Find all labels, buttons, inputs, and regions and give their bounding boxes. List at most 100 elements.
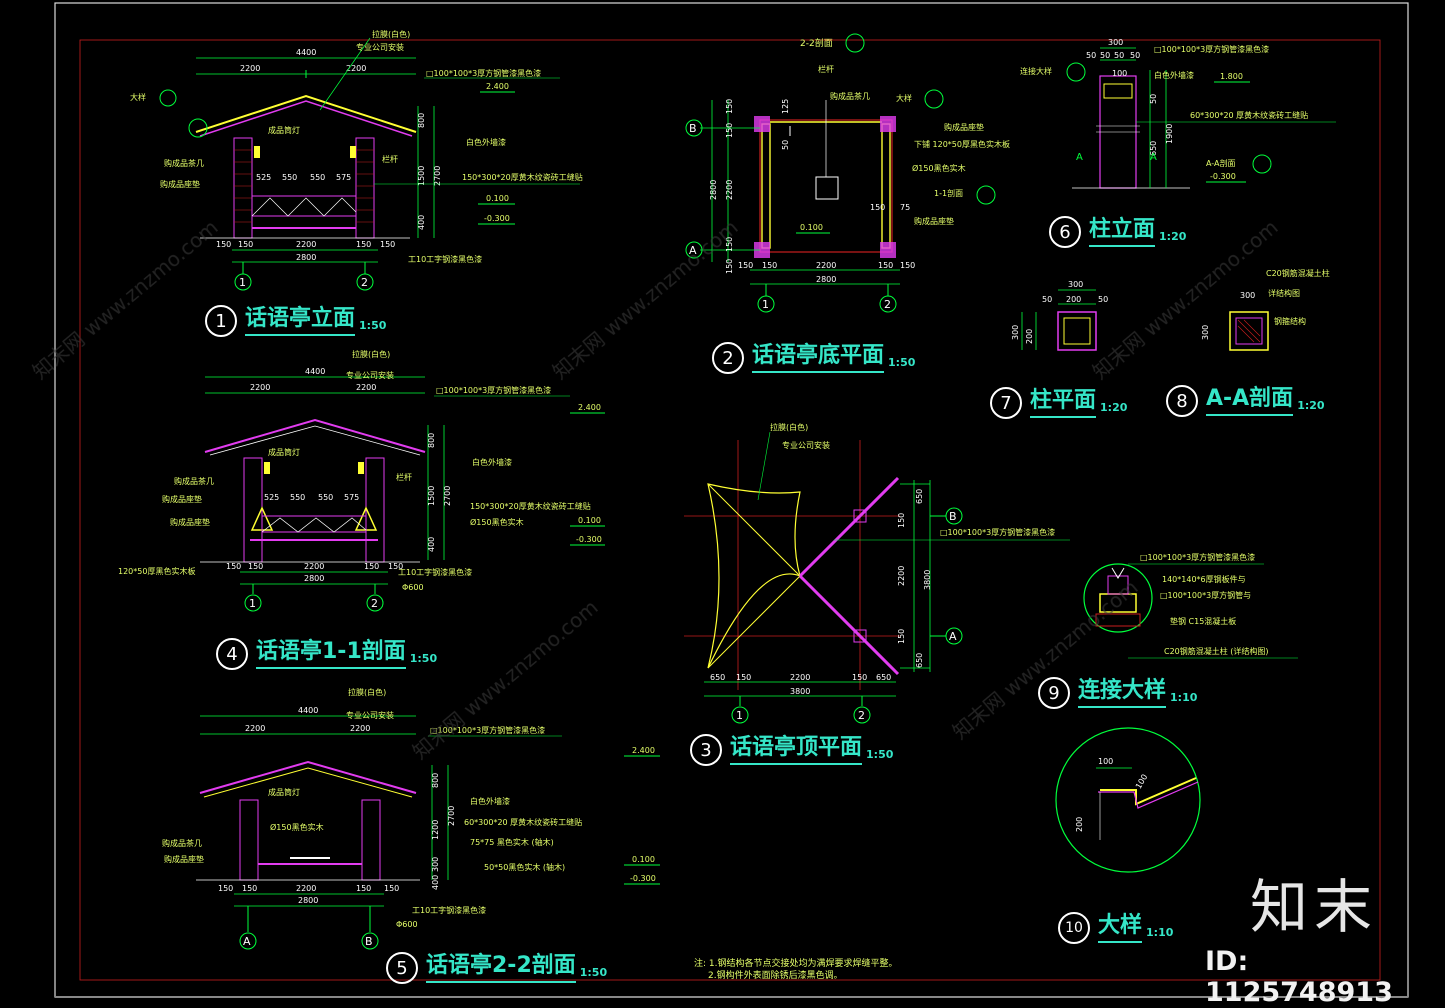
dim-4400: 4400 bbox=[296, 48, 316, 57]
watermark-5: 知末网 www.znzmo.com bbox=[948, 575, 1143, 744]
level-2400-s2: 2.400 bbox=[632, 746, 655, 755]
dim-150-plan-v2: 150 bbox=[725, 123, 734, 138]
title-5-number: 5 bbox=[386, 952, 418, 984]
dim-100-detail-b: 100 bbox=[1134, 773, 1149, 791]
dim-150-plan-v3: 150 bbox=[725, 237, 734, 252]
title-1-number: 1 bbox=[205, 305, 237, 337]
label-white-paint-s2: 白色外墙漆 bbox=[470, 796, 510, 806]
axis-1-s1: 1 bbox=[249, 597, 256, 610]
label-ibeam: 工10工字钢漆黑色漆 bbox=[408, 254, 482, 264]
axis-B-roof: B bbox=[949, 510, 957, 523]
title-3: 3 话语亭顶平面 1:50 bbox=[690, 734, 893, 766]
label-membrane-roof: 拉膜(白色) bbox=[770, 422, 808, 432]
title-6-name: 柱立面 bbox=[1089, 217, 1156, 247]
elevation-1-drawing: 4400 2200 2200 525 550 550 575 150 150 2… bbox=[130, 29, 583, 291]
title-5-name: 话语亭2-2剖面 bbox=[426, 953, 576, 983]
dim-300-cp-v: 300 bbox=[1011, 325, 1020, 340]
label-tea-table-s2: 购成品茶几 bbox=[162, 838, 202, 848]
axis-B-s2: B bbox=[365, 935, 373, 948]
axis-2-roof: 2 bbox=[858, 709, 865, 722]
dim-150-plan-h4: 150 bbox=[900, 261, 915, 270]
label-steel-tube-s1: □100*100*3厚方钢管漆黑色漆 bbox=[436, 385, 551, 395]
watermark-1: 知末网 www.znzmo.com bbox=[28, 215, 223, 384]
dim-550a-s1: 550 bbox=[290, 493, 305, 502]
dim-150-s2c: 150 bbox=[356, 884, 371, 893]
dim-1500-s1: 1500 bbox=[427, 486, 436, 506]
label-aa-ref: A-A剖面 bbox=[1206, 158, 1235, 168]
title-8-scale: 1:20 bbox=[1297, 398, 1325, 412]
title-4: 4 话语亭1-1剖面 1:50 bbox=[216, 638, 437, 670]
dim-550a: 550 bbox=[282, 173, 297, 182]
axis-1-roof: 1 bbox=[736, 709, 743, 722]
title-9-number: 9 bbox=[1038, 677, 1070, 709]
dim-2200-roof-v: 2200 bbox=[897, 566, 906, 586]
dim-2800-plan-v: 2800 bbox=[709, 180, 718, 200]
axis-A-plan: A bbox=[689, 244, 697, 257]
label-board-60-s2: 60*300*20 厚黄木纹瓷砖工缝贴 bbox=[464, 817, 582, 827]
roof-plan-3-drawing: 650 150 2200 150 650 3800 B A 650 150 22… bbox=[684, 422, 1070, 724]
label-seat-s1: 购成品座垫 bbox=[162, 494, 202, 504]
note-line-2: 2.钢构件外表面除锈后漆黑色调。 bbox=[708, 971, 843, 981]
dim-150-plan-h3: 150 bbox=[878, 261, 893, 270]
dim-50-col-c: 50 bbox=[1114, 51, 1124, 60]
dim-150-plan-side: 150 bbox=[870, 203, 885, 212]
level-0100-plan: 0.100 bbox=[800, 223, 823, 232]
title-1-name: 话语亭立面 bbox=[245, 306, 356, 336]
label-tea-table: 购成品茶几 bbox=[164, 158, 204, 168]
level-0300-s1: -0.300 bbox=[576, 535, 602, 544]
dim-2200-plan-h: 2200 bbox=[816, 261, 836, 270]
dim-50-col-d: 50 bbox=[1130, 51, 1140, 60]
axis-B-plan: B bbox=[689, 122, 697, 135]
brand-logo: 知末 bbox=[1250, 873, 1379, 941]
dim-150-s1d: 150 bbox=[388, 562, 403, 571]
title-9-scale: 1:10 bbox=[1170, 690, 1198, 704]
title-3-number: 3 bbox=[690, 734, 722, 766]
dim-150-s2b: 150 bbox=[242, 884, 257, 893]
label-railing: 栏杆 bbox=[382, 154, 398, 164]
label-c15: 垫钢 C15混凝土板 bbox=[1170, 616, 1236, 626]
label-seat2-s1: 购成品座垫 bbox=[170, 517, 210, 527]
title-8-name: A-A剖面 bbox=[1206, 386, 1294, 416]
dim-50-cp-b: 50 bbox=[1098, 295, 1108, 304]
brand-id: ID: 1125748913 bbox=[1205, 946, 1393, 1008]
label-c20-col: C20钢筋混凝土柱 bbox=[1266, 268, 1330, 278]
label-lamp-s2: 成品筒灯 bbox=[268, 787, 300, 797]
dim-2700-s1: 2700 bbox=[443, 486, 452, 506]
title-1: 1 话语亭立面 1:50 bbox=[205, 305, 386, 337]
axis-2: 2 bbox=[361, 276, 368, 289]
dim-800: 800 bbox=[417, 113, 426, 128]
dim-150-s1a: 150 bbox=[226, 562, 241, 571]
dim-400: 400 bbox=[417, 215, 426, 230]
dim-1500: 1500 bbox=[417, 166, 426, 186]
label-seat-plan: 购成品座垫 bbox=[944, 122, 984, 132]
label-wood-board-s1: 150*300*20厚黄木纹瓷砖工缝贴 bbox=[470, 501, 591, 511]
label-membrane-s2: 拉膜(白色) bbox=[348, 687, 386, 697]
label-wood-75-s2: 75*75 黑色实木 (轴木) bbox=[470, 837, 554, 847]
title-9: 9 连接大样 1:10 bbox=[1038, 677, 1197, 709]
dim-800-s1: 800 bbox=[427, 433, 436, 448]
dim-525: 525 bbox=[256, 173, 271, 182]
dim-150-s1b: 150 bbox=[248, 562, 263, 571]
dim-3800-roof-v: 3800 bbox=[923, 570, 932, 590]
dim-2800: 2800 bbox=[296, 253, 316, 262]
dim-2700-s2: 2700 bbox=[447, 806, 456, 826]
axis-2-plan: 2 bbox=[884, 298, 891, 311]
title-10: 10 大样 1:10 bbox=[1058, 912, 1173, 944]
dim-150-plan-v1: 150 bbox=[725, 99, 734, 114]
axis-2-s1: 2 bbox=[371, 597, 378, 610]
column-elevation-6-drawing: 300 50 50 50 50 100 50 650 1900 1.800 -0… bbox=[1020, 38, 1336, 189]
label-board-col: 60*300*20 厚黄木纹瓷砖工缝贴 bbox=[1190, 110, 1308, 120]
label-wood-50-s2: 50*50黑色实木 (轴木) bbox=[484, 862, 565, 872]
label-phi600-s2: Φ600 bbox=[396, 920, 418, 929]
label-membrane: 拉膜(白色) bbox=[372, 29, 410, 39]
title-4-scale: 1:50 bbox=[409, 651, 438, 665]
note-line-1: 注: 1.钢结构各节点交接处均为满焊要求焊缝平整。 bbox=[694, 959, 898, 969]
label-membrane-s1: 拉膜(白色) bbox=[352, 349, 390, 359]
label-detail-plan: 大样 bbox=[896, 93, 912, 103]
axis-1-plan: 1 bbox=[762, 298, 769, 311]
label-white-paint: 白色外墙漆 bbox=[466, 137, 506, 147]
label-seat2-plan: 购成品座垫 bbox=[914, 216, 954, 226]
dim-75-plan: 75 bbox=[900, 203, 910, 212]
level-1800-col: 1.800 bbox=[1220, 72, 1243, 81]
